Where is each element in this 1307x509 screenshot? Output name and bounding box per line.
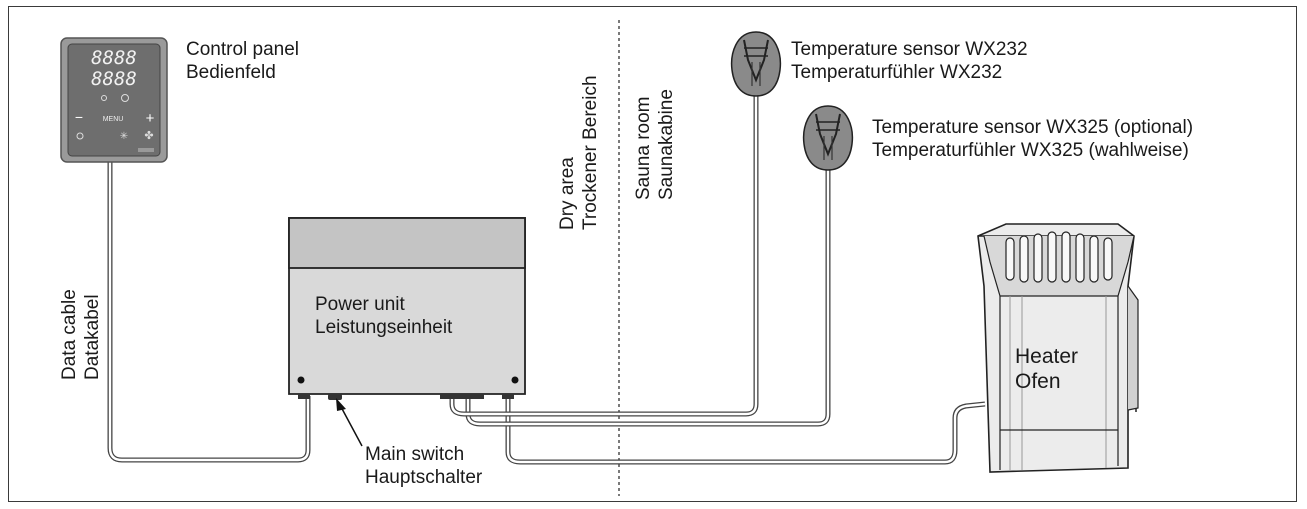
- diagram-frame: [8, 6, 1297, 502]
- display-row-1: 8888: [91, 47, 137, 69]
- light-icon: [101, 95, 107, 101]
- plus-symbol: +: [146, 110, 155, 127]
- sauna-person-icon: [76, 132, 84, 140]
- power-icon: [121, 94, 129, 102]
- minus-symbol: −: [75, 109, 83, 125]
- sauna-room-label-de: Saunakabine: [656, 89, 677, 200]
- temperature-sensor-2: [802, 105, 854, 171]
- control-panel-label-en: Control panel: [186, 39, 300, 60]
- sensor-2-label: Temperature sensor WX325 (optional) Temp…: [872, 116, 1193, 162]
- sensor-1-label: Temperature sensor WX232 Temperaturfühle…: [791, 38, 1028, 84]
- heater-label-de: Ofen: [1015, 370, 1061, 393]
- heater-label: Heater Ofen: [1015, 344, 1078, 394]
- main-switch-label-en: Main switch: [365, 444, 465, 465]
- control-panel-label: Control panel Bedienfeld: [186, 38, 299, 84]
- data-cable-label: Data cable Datakabel: [58, 289, 104, 380]
- dry-area-label-de: Trockener Bereich: [580, 75, 601, 230]
- screw-left: [297, 376, 305, 384]
- sensor-1-cable: [449, 94, 759, 417]
- data-cable: [107, 162, 311, 463]
- sauna-room-label-en: Sauna room: [633, 96, 654, 200]
- sensor-1-label-en: Temperature sensor WX232: [791, 39, 1028, 60]
- sensor-2-label-de: Temperaturfühler WX325 (wahlweise): [872, 140, 1189, 161]
- fan-icon: ✤: [144, 130, 153, 142]
- cable-gland-2: [440, 394, 484, 399]
- heating-elements: [1005, 231, 1113, 283]
- cable-gland-3: [502, 394, 514, 399]
- power-unit-label-de: Leistungseinheit: [315, 317, 453, 338]
- sensor-2-label-en: Temperature sensor WX325 (optional): [872, 117, 1194, 138]
- display-row-2: 8888: [91, 68, 137, 90]
- menu-label: MENU: [103, 116, 124, 123]
- panel-brand-mark: [138, 148, 154, 152]
- main-switch-label-de: Hauptschalter: [365, 467, 483, 488]
- sun-icon: ✳: [120, 131, 128, 142]
- power-unit-device: [288, 217, 526, 400]
- main-switch-label: Main switch Hauptschalter: [365, 443, 482, 489]
- dry-area-label: Dry area Trockener Bereich: [556, 75, 602, 230]
- power-unit-label: Power unit Leistungseinheit: [315, 293, 452, 339]
- data-cable-label-en: Data cable: [59, 289, 80, 380]
- data-cable-label-de: Datakabel: [82, 294, 103, 380]
- dry-area-label-en: Dry area: [557, 157, 578, 230]
- main-switch-knob: [328, 394, 342, 400]
- sensor-2-cable: [465, 170, 831, 427]
- sensor-1-label-de: Temperaturfühler WX232: [791, 62, 1003, 83]
- screw-right: [511, 376, 519, 384]
- heater-label-en: Heater: [1015, 345, 1079, 368]
- power-unit-label-en: Power unit: [315, 294, 405, 315]
- control-panel-label-de: Bedienfeld: [186, 62, 276, 83]
- heater-cable: [505, 396, 986, 465]
- heater-device: [977, 223, 1139, 473]
- cable-gland-1: [298, 394, 310, 399]
- control-panel-device: 8888 8888 MENU − + ✳ ✤: [60, 37, 168, 163]
- main-switch-arrow: [336, 398, 363, 447]
- sauna-room-label: Sauna room Saunakabine: [632, 89, 678, 200]
- temperature-sensor-1: [730, 31, 782, 97]
